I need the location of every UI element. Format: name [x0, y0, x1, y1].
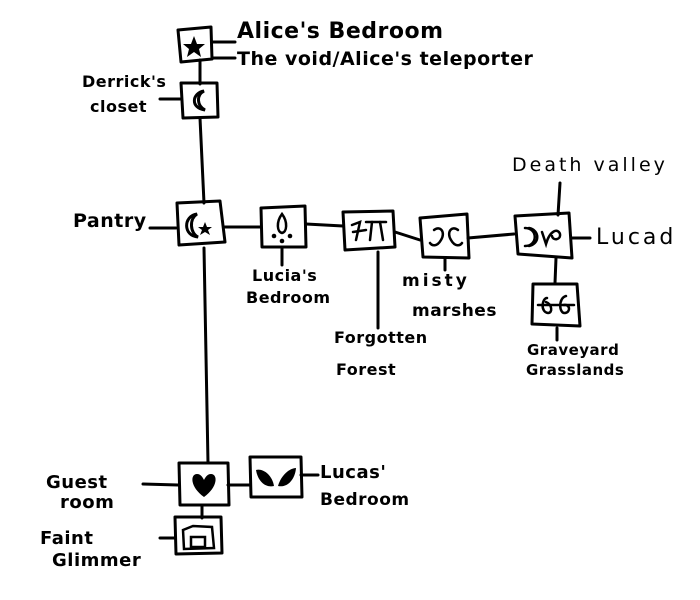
forgotten-forest-label-line1: Forgotten [334, 328, 428, 347]
guest-room-label-line2: room [60, 492, 115, 513]
graveyard-grasslands-label-line1: Graveyard [527, 341, 620, 359]
faint-glimmer-label-line1: Faint [40, 528, 94, 549]
lucias-bedroom-label-line1: Lucia's [252, 266, 318, 285]
guest-room-label-line1: Guest [46, 472, 108, 493]
alices-bedroom-box [176, 25, 214, 64]
lucas-bedroom-box [248, 455, 304, 499]
link-derrick-pantry [198, 116, 206, 205]
flame-icon [271, 211, 293, 244]
lucas-bedroom-label-line1: Lucas' [320, 462, 387, 483]
rune-forest-icon [350, 220, 388, 242]
forgotten-forest-label-line2: Forest [336, 360, 397, 379]
rune-valley-icon [523, 226, 562, 249]
derricks-closet-box [179, 81, 220, 120]
forgotten-forest-box [341, 209, 397, 252]
graveyard-grasslands-box [530, 282, 582, 328]
faint-glimmer-box [173, 515, 224, 556]
star-icon [183, 36, 205, 57]
rune-graveyard-icon [536, 294, 576, 315]
link-forest-marsh [393, 230, 422, 242]
death-valley-label: Death valley [512, 154, 668, 176]
pantry-label: Pantry [73, 210, 147, 232]
lucias-bedroom-label-line2: Bedroom [246, 288, 331, 307]
connectors [141, 40, 592, 540]
link-valley-graveyard [553, 256, 558, 285]
link-marsh-valley [466, 232, 516, 240]
link-valley-label [556, 181, 562, 217]
lucias-bedroom-box [259, 204, 308, 249]
death-valley-box [513, 211, 574, 260]
moon-star-icon [185, 212, 212, 239]
derricks-closet-label-line1: Derrick's [82, 72, 167, 91]
lucad-label: Lucad [596, 225, 677, 250]
guest-room-box [177, 461, 231, 507]
link-lucia-forest [304, 222, 345, 228]
faint-glimmer-label-line2: Glimmer [52, 550, 142, 571]
link-pantry-guest [202, 246, 210, 465]
pantry-box [175, 199, 227, 247]
misty-marshes-label-line1: misty [402, 271, 470, 291]
wings-icon [256, 468, 296, 487]
heart-icon [192, 474, 216, 497]
chest-icon [181, 524, 216, 551]
graveyard-grasslands-label-line2: Grasslands [526, 361, 625, 379]
crescent-moon-icon [192, 89, 206, 112]
misty-marshes-box [418, 212, 471, 260]
void-teleporter-label: The void/Alice's teleporter [237, 48, 534, 70]
lucas-bedroom-label-line2: Bedroom [320, 490, 410, 510]
rune-marsh-icon [428, 227, 464, 247]
alices-bedroom-label: Alice's Bedroom [237, 19, 444, 44]
misty-marshes-label-line2: marshes [412, 301, 497, 321]
derricks-closet-label-line2: closet [90, 97, 147, 116]
link-guest-label [141, 482, 180, 487]
